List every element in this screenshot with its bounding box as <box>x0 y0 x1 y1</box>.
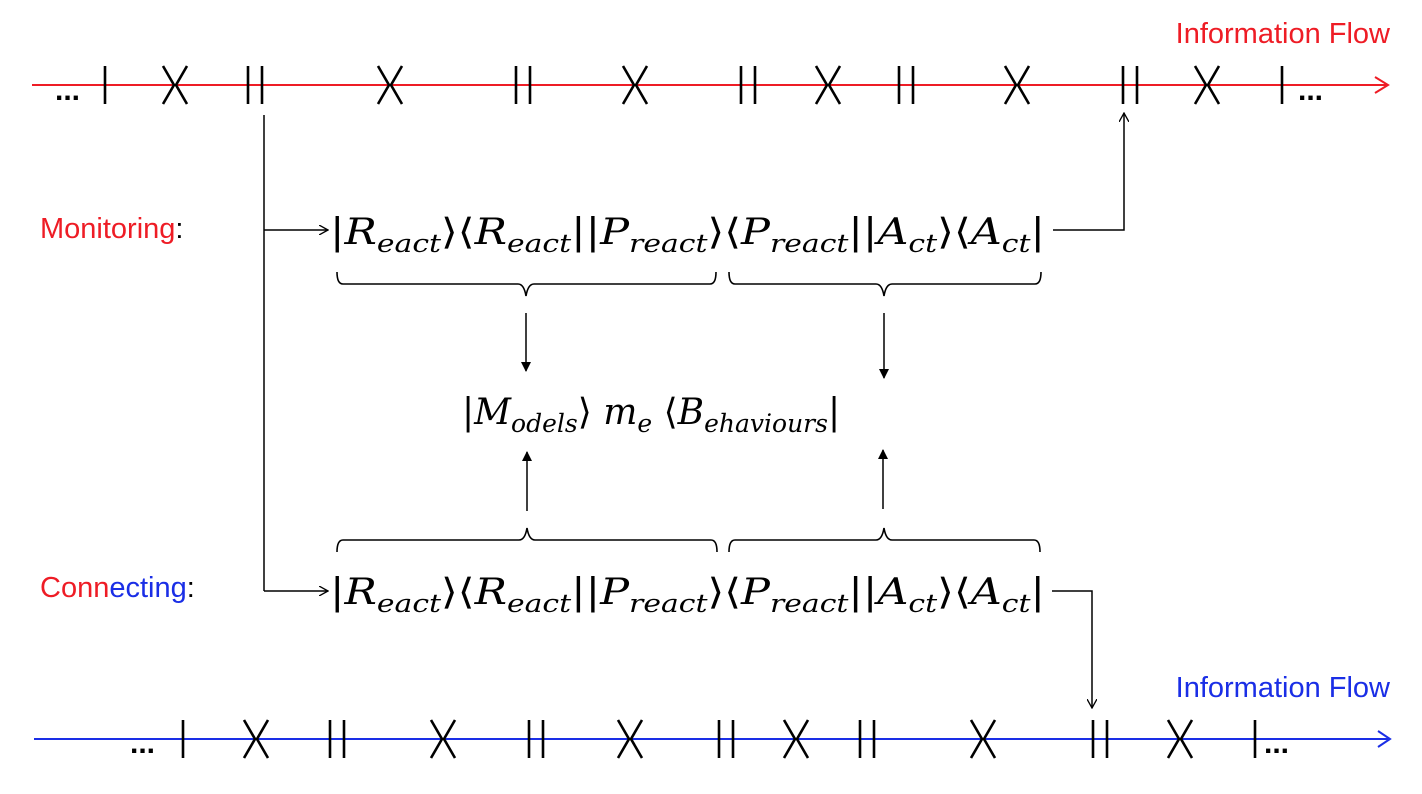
flow-marker-double <box>897 66 915 104</box>
bottom-flow-label: Information Flow <box>1176 672 1391 704</box>
flow-marker-cross <box>376 65 404 105</box>
flow-marker-cross <box>1166 719 1194 759</box>
top-flow-arrowhead-icon <box>1374 76 1390 94</box>
bottom-information-flow: Information Flow ... ... <box>34 672 1392 760</box>
connecting-output-arrow <box>1052 590 1092 708</box>
top-flow-markers <box>103 65 1284 105</box>
connecting-label-colon: : <box>187 572 195 604</box>
flow-marker-cross <box>1003 65 1031 105</box>
monitoring-output-arrow <box>1053 113 1124 231</box>
connecting-label: Connecting: <box>40 572 195 604</box>
flow-marker-double <box>527 720 545 758</box>
bottom-flow-ellipsis-left: ... <box>130 727 155 760</box>
monitoring-brace-left <box>336 271 717 297</box>
connecting-label-red: Conn <box>40 572 109 604</box>
flow-marker-double <box>739 66 757 104</box>
monitoring-label: Monitoring: <box>40 213 183 245</box>
top-flow-ellipsis-left: ... <box>55 74 80 107</box>
flow-marker-double <box>1091 720 1109 758</box>
connecting-brace-left <box>336 527 718 553</box>
top-information-flow: Information Flow ... ... <box>32 18 1391 107</box>
flow-marker-cross <box>429 719 457 759</box>
flow-marker-double <box>514 66 532 104</box>
flow-marker-cross <box>616 719 644 759</box>
top-flow-label: Information Flow <box>1176 18 1391 50</box>
flow-marker-cross <box>782 719 810 759</box>
flow-marker-double <box>328 720 346 758</box>
flow-marker-cross <box>242 719 270 759</box>
flow-marker-cross <box>814 65 842 105</box>
monitoring-label-word: Monitoring <box>40 213 175 245</box>
bottom-flow-arrowhead-icon <box>1377 730 1392 748</box>
flow-marker-double <box>717 720 735 758</box>
flow-marker-cross <box>969 719 997 759</box>
bottom-flow-markers <box>181 719 1257 759</box>
flow-marker-double <box>858 720 876 758</box>
models-behaviours-expression: |Models⟩ me ⟨Behaviours| <box>462 392 840 438</box>
flow-marker-cross <box>1193 65 1221 105</box>
flow-marker-cross <box>161 65 189 105</box>
connecting-label-blue: ecting <box>109 572 186 604</box>
monitoring-label-colon: : <box>175 213 183 245</box>
monitoring-brace-right <box>728 271 1042 297</box>
flow-marker-cross <box>621 65 649 105</box>
connecting-brace-right <box>728 527 1041 553</box>
flow-marker-double <box>246 66 264 104</box>
flow-marker-double <box>1121 66 1139 104</box>
top-flow-ellipsis-right: ... <box>1298 74 1323 107</box>
bottom-flow-ellipsis-right: ... <box>1264 727 1289 760</box>
